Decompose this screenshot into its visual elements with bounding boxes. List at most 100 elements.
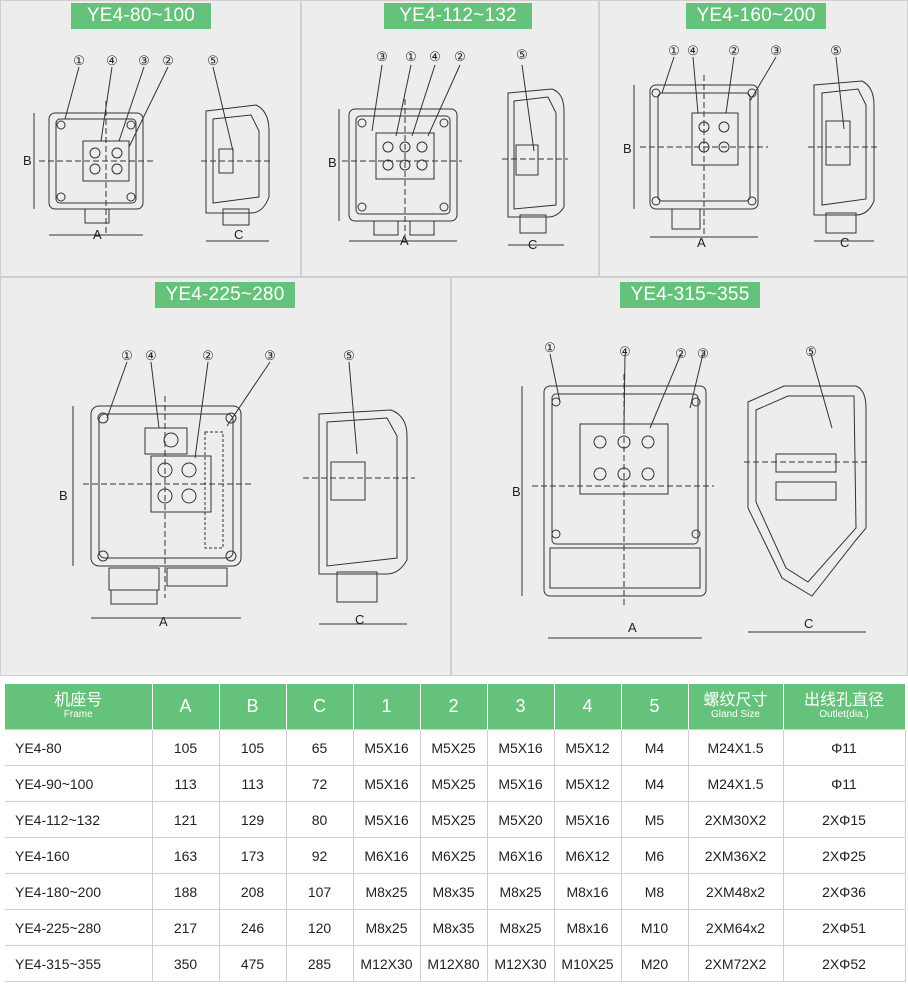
cell: M4 (620, 729, 689, 766)
callout-5: ⑤ (516, 47, 528, 62)
cell: 120 (285, 909, 354, 946)
header-5: 5 (621, 684, 689, 730)
terminal-box-drawing: ① ④ ② ③ ⑤ B A C (512, 340, 870, 639)
callout-3: ③ (264, 348, 276, 363)
table-row: YE4-112~132 121 129 80 M5X16 M5X25 M5X20… (5, 801, 906, 838)
cell: 2XΦ25 (782, 837, 906, 874)
cell: 2XΦ36 (782, 873, 906, 910)
callout-4: ④ (429, 49, 441, 64)
dim-a: A (159, 614, 168, 629)
header-b: B (219, 684, 287, 730)
cell: 2XM72X2 (687, 945, 784, 982)
cell: M5X25 (419, 765, 488, 802)
cell: M24X1.5 (687, 765, 784, 802)
callout-4: ④ (145, 348, 157, 363)
cell: M8x25 (352, 909, 421, 946)
dim-b: B (328, 155, 337, 170)
cell: M8x16 (553, 873, 622, 910)
cell: 163 (151, 837, 220, 874)
cell: 2XΦ52 (782, 945, 906, 982)
callout-3: ③ (376, 49, 388, 64)
cell: M5X16 (352, 729, 421, 766)
dim-b: B (23, 153, 32, 168)
terminal-box-drawing: ① ④ ③ ② ⑤ B A C (23, 53, 271, 242)
cell: 2XM48x2 (687, 873, 784, 910)
callout-4: ④ (106, 53, 118, 68)
cell-frame: YE4-225~280 (5, 909, 153, 946)
cell: M24X1.5 (687, 729, 784, 766)
terminal-box-drawing: ③ ① ④ ② ⑤ B A C (328, 47, 568, 252)
callout-1: ① (121, 348, 133, 363)
dim-b: B (59, 488, 68, 503)
cell: 2XM64x2 (687, 909, 784, 946)
dim-a: A (628, 620, 637, 635)
cell: M10X25 (553, 945, 622, 982)
drawing-panels: YE4-80~100 (0, 0, 908, 676)
cell-frame: YE4-160 (5, 837, 153, 874)
dim-c: C (840, 235, 849, 250)
callout-2: ② (728, 43, 740, 58)
dim-b: B (623, 141, 632, 156)
cell: 285 (285, 945, 354, 982)
dim-c: C (355, 612, 364, 627)
table-row: YE4-180~200 188 208 107 M8x25 M8x35 M8x2… (5, 873, 906, 910)
callout-5: ⑤ (343, 348, 355, 363)
table-row: YE4-225~280 217 246 120 M8x25 M8x35 M8x2… (5, 909, 906, 946)
cell: Φ11 (782, 729, 906, 766)
cell: M5X12 (553, 765, 622, 802)
cell: M12X30 (352, 945, 421, 982)
terminal-box-drawing: ① ④ ② ③ ⑤ B A C (623, 43, 880, 250)
header-4: 4 (554, 684, 622, 730)
dim-c: C (528, 237, 537, 252)
cell: 173 (218, 837, 287, 874)
dim-a: A (697, 235, 706, 250)
cell: 80 (285, 801, 354, 838)
cell: 105 (218, 729, 287, 766)
cell: 2XΦ15 (782, 801, 906, 838)
cell: 188 (151, 873, 220, 910)
cell: M6X16 (352, 837, 421, 874)
dim-a: A (93, 227, 102, 242)
cell: M8x25 (486, 873, 555, 910)
callout-4: ④ (619, 344, 631, 359)
table-row: YE4-90~100 113 113 72 M5X16 M5X25 M5X16 … (5, 765, 906, 802)
panel-title: YE4-112~132 (384, 3, 532, 29)
cell: 2XM36X2 (687, 837, 784, 874)
cell: M8x25 (352, 873, 421, 910)
cell: M12X80 (419, 945, 488, 982)
cell: 129 (218, 801, 287, 838)
dim-c: C (804, 616, 813, 631)
callout-1: ① (544, 340, 556, 355)
callout-2: ② (162, 53, 174, 68)
cell: 121 (151, 801, 220, 838)
cell: M6X25 (419, 837, 488, 874)
cell: M20 (620, 945, 689, 982)
panel-ye4-112-132: YE4-112~132 (301, 0, 599, 277)
callout-1: ① (668, 43, 680, 58)
callout-3: ③ (770, 43, 782, 58)
cell: M12X30 (486, 945, 555, 982)
cell: M5X16 (486, 765, 555, 802)
cell: M8x35 (419, 873, 488, 910)
panel-ye4-160-200: YE4-160~200 (599, 0, 908, 277)
header-c: C (286, 684, 354, 730)
cell: 246 (218, 909, 287, 946)
cell: M5X16 (352, 801, 421, 838)
cell: M6X12 (553, 837, 622, 874)
cell: 208 (218, 873, 287, 910)
cell: 113 (151, 765, 220, 802)
table-row: YE4-160 163 173 92 M6X16 M6X25 M6X16 M6X… (5, 837, 906, 874)
callout-1: ① (73, 53, 85, 68)
cell: 107 (285, 873, 354, 910)
cell: M8x25 (486, 909, 555, 946)
cell: M5X12 (553, 729, 622, 766)
cell: 72 (285, 765, 354, 802)
cell: M8x16 (553, 909, 622, 946)
cell-frame: YE4-180~200 (5, 873, 153, 910)
callout-4: ④ (687, 43, 699, 58)
panel-title: YE4-225~280 (155, 282, 295, 308)
